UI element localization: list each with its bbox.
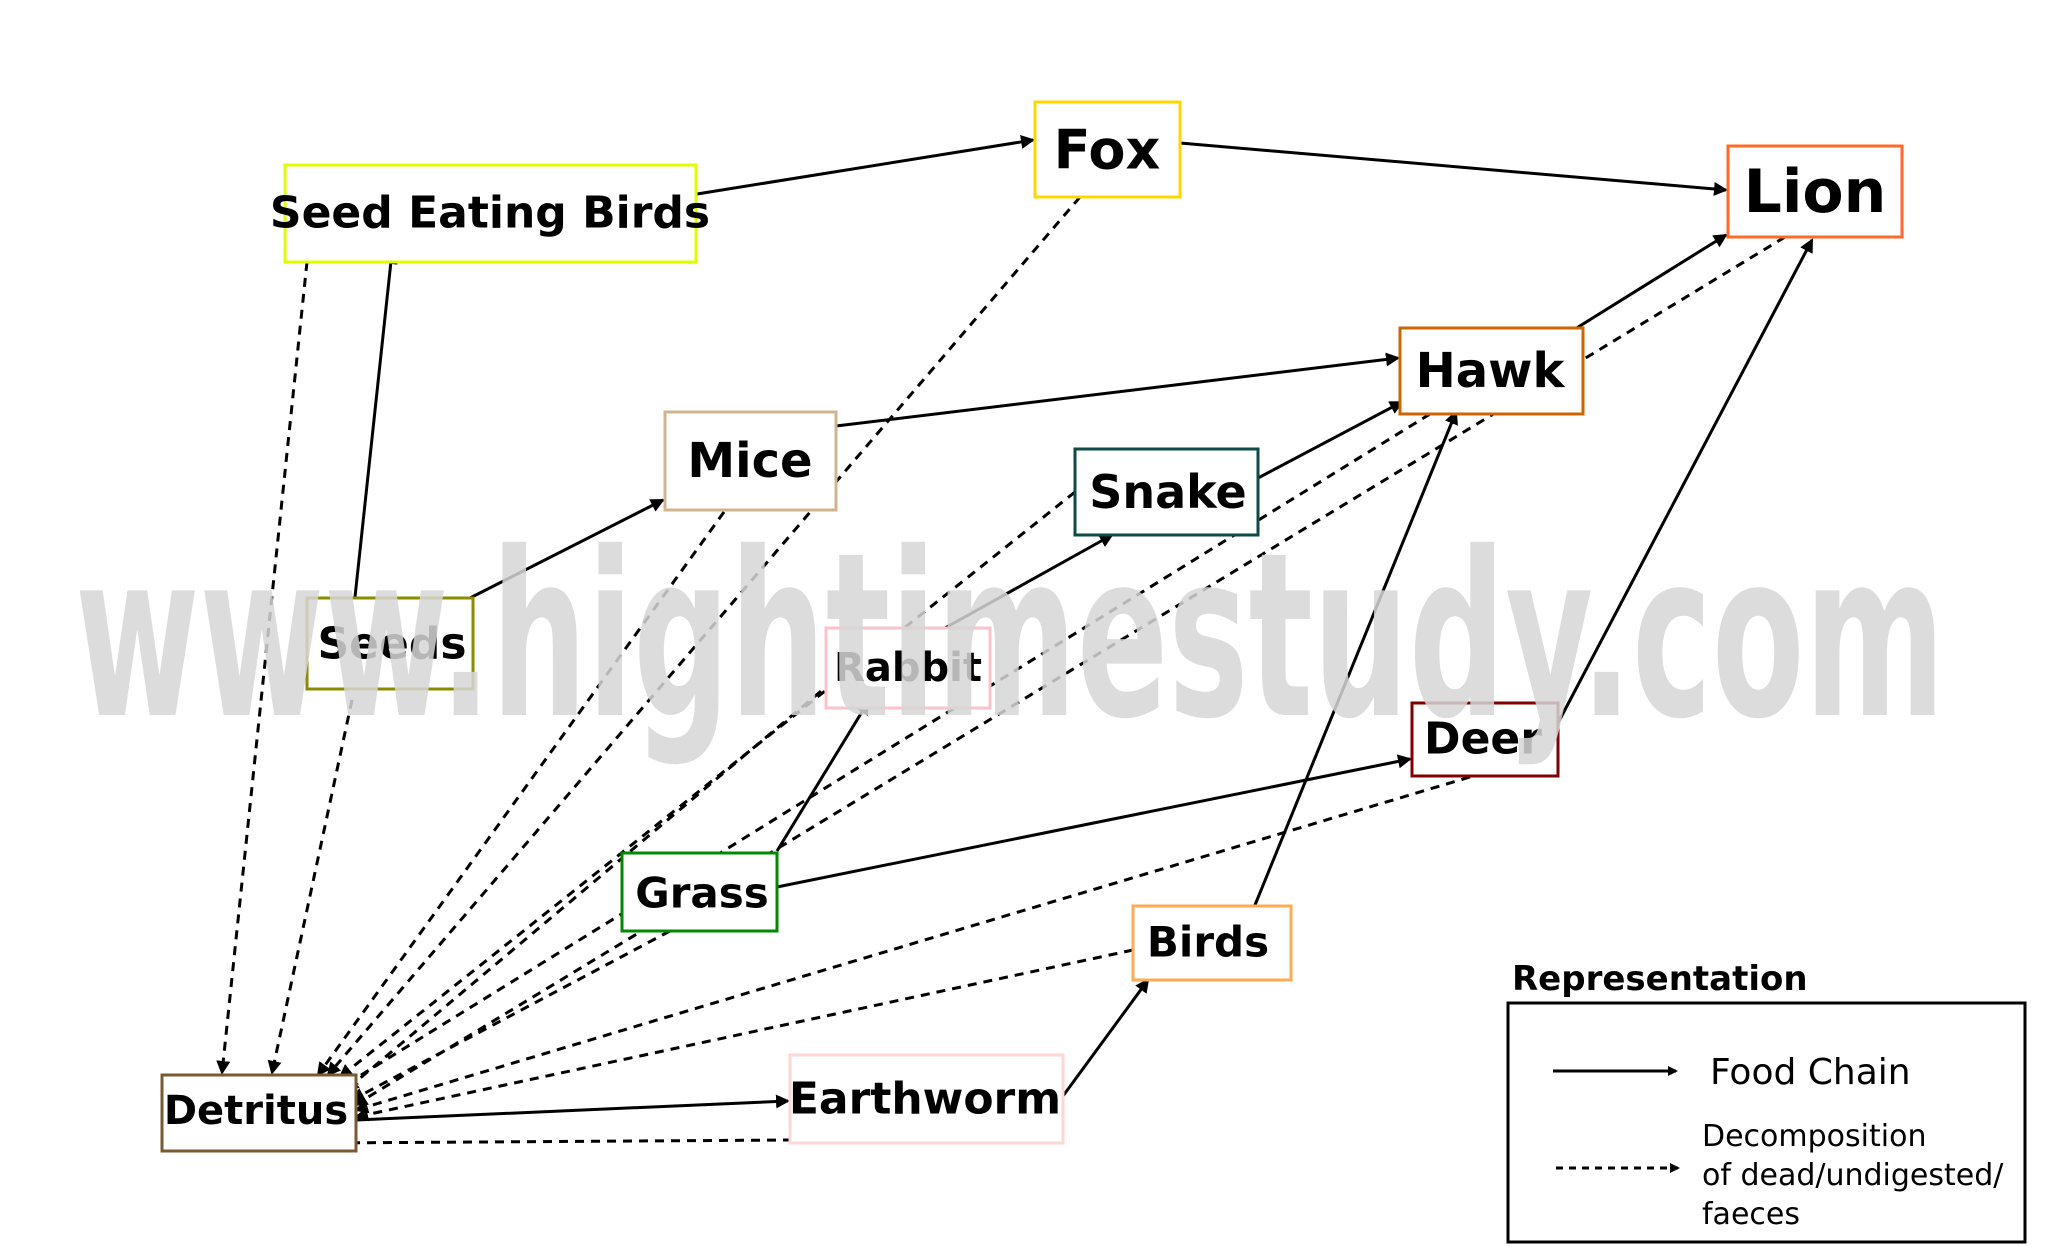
node-label: Rabbit xyxy=(834,645,982,691)
node-seeds: Seeds xyxy=(305,596,475,691)
legend-decomposition-line3: faeces xyxy=(1702,1197,1800,1232)
node-grass: Grass xyxy=(620,851,779,933)
edge-detritus-to-earthworm xyxy=(355,1094,790,1122)
node-label: Hawk xyxy=(1416,343,1566,399)
node-label: Birds xyxy=(1147,918,1269,967)
watermark-text: www.hightimestudy.com xyxy=(75,503,1945,769)
edge-seeds-to-mice xyxy=(469,498,665,600)
node-box xyxy=(1073,447,1260,537)
node-box xyxy=(788,1053,1065,1145)
edge-birds-to-hawk xyxy=(1253,410,1458,906)
node-label: Seed Eating Birds xyxy=(270,188,710,239)
node-label: Seeds xyxy=(317,619,466,670)
node-box xyxy=(1726,144,1904,239)
node-label: Deer xyxy=(1424,714,1542,765)
legend-food-chain-label: Food Chain xyxy=(1710,1052,1911,1093)
edge-snake-to-hawk xyxy=(1257,400,1404,480)
node-mice: Mice xyxy=(663,410,838,512)
edge-grass-to-rabbit xyxy=(775,700,870,852)
edge-mice-to-hawk xyxy=(835,352,1400,428)
node-lion: Lion xyxy=(1726,144,1904,239)
node-box xyxy=(160,1073,358,1153)
node-seed-eating-birds: Seed Eating Birds xyxy=(270,163,710,264)
node-label: Mice xyxy=(687,433,812,489)
node-label: Earthworm xyxy=(789,1074,1061,1125)
node-label: Fox xyxy=(1054,119,1161,182)
node-box xyxy=(620,851,779,933)
food-chain-edges xyxy=(353,134,1814,1122)
legend: Representation Food Chain Decomposition … xyxy=(1506,959,2027,1244)
edge-fox-to-detritus xyxy=(326,196,1082,1077)
node-label: Lion xyxy=(1744,157,1887,227)
node-box xyxy=(1131,904,1293,982)
edge-mice-to-detritus xyxy=(316,511,726,1077)
legend-title: Representation xyxy=(1512,959,1808,999)
edge-grass-to-detritus xyxy=(350,929,671,1102)
node-deer: Deer xyxy=(1410,701,1560,778)
edge-seed-eating-birds-to-fox xyxy=(696,134,1035,196)
edge-birds-to-detritus xyxy=(354,948,1134,1122)
node-snake: Snake xyxy=(1073,447,1260,537)
edge-seed-eating-birds-to-detritus xyxy=(216,261,309,1075)
legend-decomposition-line2: of dead/undigested/ xyxy=(1702,1158,2004,1193)
node-box xyxy=(663,410,838,512)
node-box xyxy=(1033,100,1182,199)
legend-decomposition-line1: Decomposition xyxy=(1702,1119,1926,1154)
node-fox: Fox xyxy=(1033,100,1182,199)
node-label: Detritus xyxy=(164,1088,348,1134)
legend-box xyxy=(1506,1001,2027,1244)
node-label: Snake xyxy=(1089,465,1246,519)
edge-rabbit-to-detritus xyxy=(344,648,871,1092)
edge-earthworm-to-detritus xyxy=(320,1135,793,1150)
edge-deer-to-lion xyxy=(1556,238,1814,724)
node-earthworm: Earthworm xyxy=(788,1053,1065,1145)
node-hawk: Hawk xyxy=(1398,326,1585,416)
node-detritus: Detritus xyxy=(160,1073,358,1153)
edge-rabbit-to-snake xyxy=(944,533,1114,630)
edge-earthworm-to-birds xyxy=(1061,978,1150,1097)
node-box xyxy=(1410,701,1560,778)
node-rabbit: Rabbit xyxy=(824,626,992,710)
node-box xyxy=(1398,326,1585,416)
node-box xyxy=(283,163,698,264)
node-box xyxy=(824,626,992,710)
edge-fox-to-lion xyxy=(1179,141,1728,196)
node-label: Grass xyxy=(635,869,769,918)
edge-seeds-to-seed-eating-birds xyxy=(353,250,398,598)
node-box xyxy=(305,596,475,691)
node-birds: Birds xyxy=(1131,904,1293,982)
edge-hawk-to-lion xyxy=(1574,233,1728,331)
